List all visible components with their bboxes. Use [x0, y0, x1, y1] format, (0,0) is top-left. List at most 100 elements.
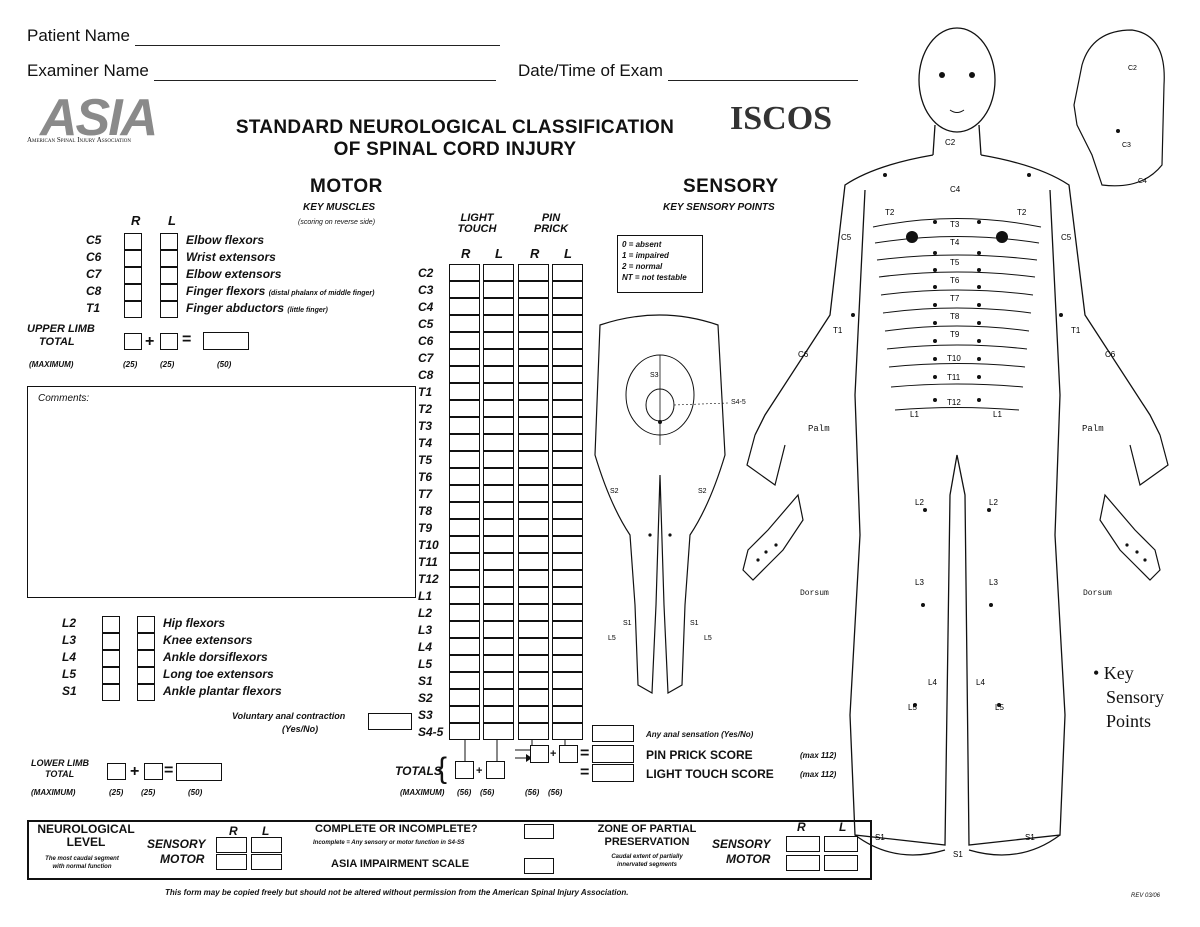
sensory-score-cell[interactable]: [552, 434, 583, 451]
sensory-score-cell[interactable]: [552, 349, 583, 366]
sensory-score-cell[interactable]: [449, 417, 480, 434]
lower-total-r-box[interactable]: [107, 763, 126, 780]
sensory-score-cell[interactable]: [449, 604, 480, 621]
sensory-score-cell[interactable]: [518, 400, 549, 417]
zpp-sensory-l-box[interactable]: [824, 836, 858, 852]
upper-motor-l-box[interactable]: [160, 267, 178, 284]
upper-motor-r-box[interactable]: [124, 267, 142, 284]
sensory-score-cell[interactable]: [483, 400, 514, 417]
pin-prick-score-box[interactable]: [592, 745, 634, 763]
upper-total-sum-box[interactable]: [203, 332, 249, 350]
sensory-score-cell[interactable]: [483, 315, 514, 332]
sensory-score-cell[interactable]: [552, 366, 583, 383]
sensory-score-cell[interactable]: [518, 264, 549, 281]
sensory-score-cell[interactable]: [483, 621, 514, 638]
zpp-motor-l-box[interactable]: [824, 855, 858, 871]
sensory-score-cell[interactable]: [483, 655, 514, 672]
sensory-score-cell[interactable]: [552, 332, 583, 349]
sensory-score-cell[interactable]: [518, 519, 549, 536]
sensory-score-cell[interactable]: [552, 400, 583, 417]
sensory-score-cell[interactable]: [483, 502, 514, 519]
sensory-score-cell[interactable]: [518, 655, 549, 672]
sensory-score-cell[interactable]: [449, 553, 480, 570]
lower-total-sum-box[interactable]: [176, 763, 222, 781]
sensory-score-cell[interactable]: [483, 723, 514, 740]
sensory-score-cell[interactable]: [449, 621, 480, 638]
pp-total-r-box[interactable]: [530, 745, 549, 763]
sensory-score-cell[interactable]: [518, 468, 549, 485]
sensory-score-cell[interactable]: [449, 366, 480, 383]
sensory-score-cell[interactable]: [449, 570, 480, 587]
sensory-score-cell[interactable]: [552, 485, 583, 502]
sensory-score-cell[interactable]: [483, 672, 514, 689]
sensory-score-cell[interactable]: [552, 264, 583, 281]
sensory-score-cell[interactable]: [449, 485, 480, 502]
sensory-score-cell[interactable]: [449, 264, 480, 281]
sensory-score-cell[interactable]: [552, 604, 583, 621]
patient-name-line[interactable]: [134, 45, 500, 46]
sensory-score-cell[interactable]: [449, 451, 480, 468]
sensory-score-cell[interactable]: [552, 706, 583, 723]
sensory-score-cell[interactable]: [552, 519, 583, 536]
sensory-score-cell[interactable]: [552, 672, 583, 689]
sensory-score-cell[interactable]: [483, 570, 514, 587]
sensory-score-cell[interactable]: [552, 281, 583, 298]
sensory-score-cell[interactable]: [449, 587, 480, 604]
anal-contraction-box[interactable]: [368, 713, 412, 730]
sensory-score-cell[interactable]: [552, 655, 583, 672]
sensory-score-cell[interactable]: [518, 553, 549, 570]
sensory-score-cell[interactable]: [552, 723, 583, 740]
upper-motor-l-box[interactable]: [160, 233, 178, 250]
sensory-score-cell[interactable]: [518, 723, 549, 740]
exam-date-line[interactable]: [667, 80, 858, 81]
sensory-score-cell[interactable]: [483, 298, 514, 315]
sensory-score-cell[interactable]: [518, 638, 549, 655]
sensory-score-cell[interactable]: [483, 366, 514, 383]
sensory-score-cell[interactable]: [483, 587, 514, 604]
upper-motor-r-box[interactable]: [124, 250, 142, 267]
sensory-score-cell[interactable]: [552, 689, 583, 706]
sensory-score-cell[interactable]: [449, 689, 480, 706]
upper-motor-l-box[interactable]: [160, 284, 178, 301]
sensory-score-cell[interactable]: [449, 434, 480, 451]
lower-motor-r-box[interactable]: [102, 684, 120, 701]
lt-total-r-box[interactable]: [455, 761, 474, 779]
complete-incomplete-box[interactable]: [524, 824, 554, 839]
sensory-score-cell[interactable]: [449, 400, 480, 417]
sensory-score-cell[interactable]: [449, 332, 480, 349]
sensory-score-cell[interactable]: [483, 638, 514, 655]
lower-motor-l-box[interactable]: [137, 633, 155, 650]
sensory-score-cell[interactable]: [483, 281, 514, 298]
light-touch-score-box[interactable]: [592, 764, 634, 782]
sensory-score-cell[interactable]: [483, 417, 514, 434]
sensory-score-cell[interactable]: [518, 434, 549, 451]
lower-motor-l-box[interactable]: [137, 650, 155, 667]
examiner-name-line[interactable]: [153, 80, 496, 81]
sensory-score-cell[interactable]: [552, 502, 583, 519]
sensory-score-cell[interactable]: [483, 264, 514, 281]
sensory-score-cell[interactable]: [483, 451, 514, 468]
sensory-score-cell[interactable]: [518, 672, 549, 689]
sensory-score-cell[interactable]: [483, 689, 514, 706]
upper-motor-r-box[interactable]: [124, 233, 142, 250]
sensory-score-cell[interactable]: [449, 638, 480, 655]
sensory-score-cell[interactable]: [518, 451, 549, 468]
sensory-score-cell[interactable]: [449, 502, 480, 519]
sensory-score-cell[interactable]: [552, 553, 583, 570]
sensory-score-cell[interactable]: [552, 417, 583, 434]
lower-motor-l-box[interactable]: [137, 616, 155, 633]
upper-total-r-box[interactable]: [124, 333, 142, 350]
sensory-score-cell[interactable]: [518, 689, 549, 706]
sensory-score-cell[interactable]: [449, 298, 480, 315]
zpp-motor-r-box[interactable]: [786, 855, 820, 871]
anal-sensation-box[interactable]: [592, 725, 634, 742]
sensory-score-cell[interactable]: [518, 366, 549, 383]
sensory-score-cell[interactable]: [552, 536, 583, 553]
sensory-score-cell[interactable]: [483, 485, 514, 502]
sensory-score-cell[interactable]: [449, 383, 480, 400]
sensory-score-cell[interactable]: [483, 434, 514, 451]
sensory-score-cell[interactable]: [518, 383, 549, 400]
sensory-score-cell[interactable]: [449, 723, 480, 740]
sensory-score-cell[interactable]: [552, 570, 583, 587]
sensory-score-cell[interactable]: [552, 315, 583, 332]
